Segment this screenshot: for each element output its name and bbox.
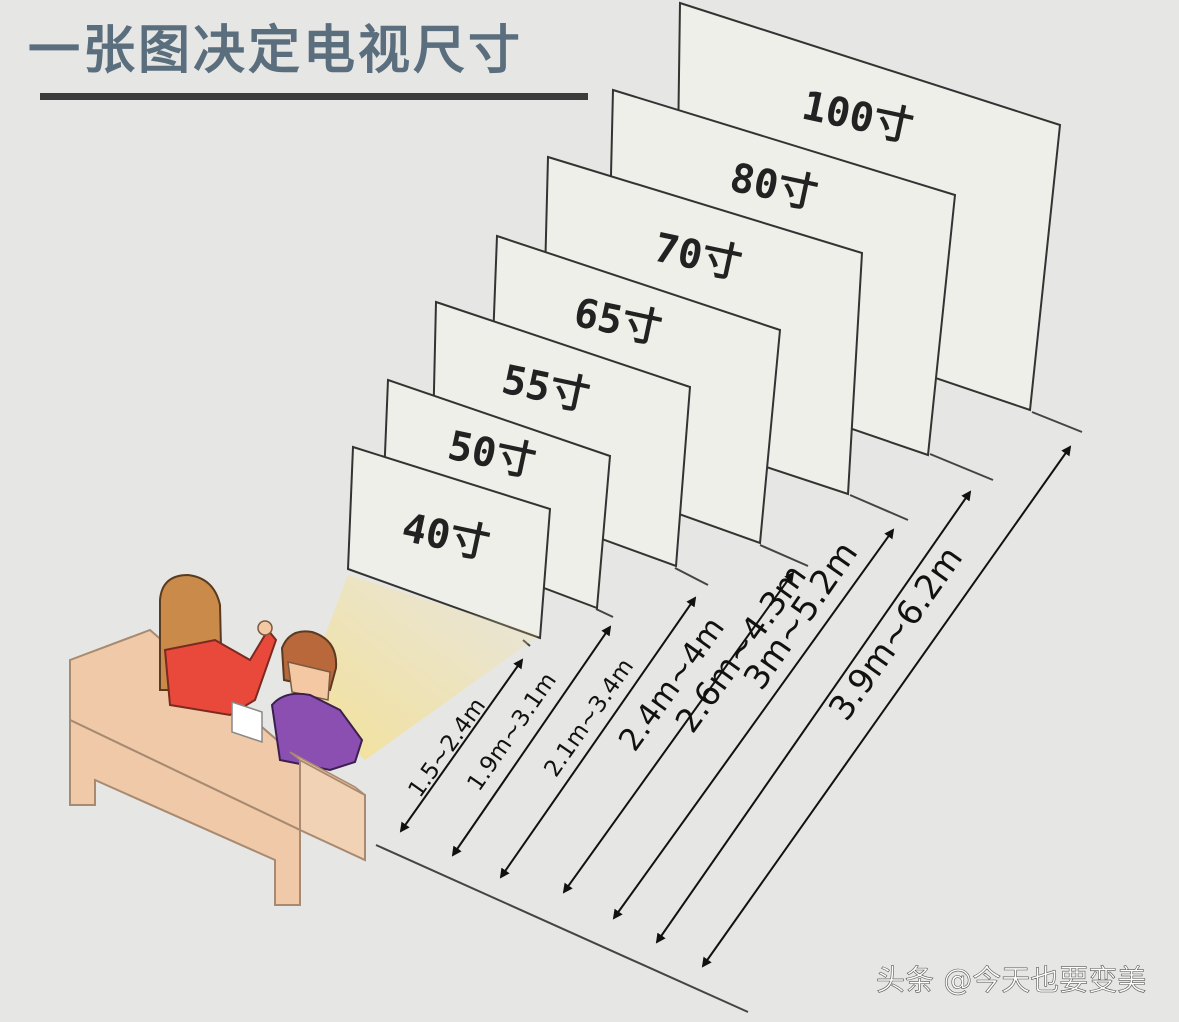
distance-arrow: [399, 658, 524, 833]
distance-label: 1.9m~3.1m: [463, 668, 562, 796]
boy-figure: [270, 630, 364, 772]
watermark: 头条 @今天也要变美: [876, 963, 1146, 997]
page-title: 一张图决定电视尺寸: [28, 21, 523, 81]
woman-figure: [159, 573, 278, 744]
title-underline: [40, 93, 588, 100]
screen-40: 40寸: [346, 445, 552, 640]
distance-label: 2.1m~3.4m: [539, 654, 639, 782]
sofa-arm-top: [289, 751, 366, 796]
sofa-with-viewers: [69, 573, 366, 906]
sofa-front: [69, 718, 301, 906]
